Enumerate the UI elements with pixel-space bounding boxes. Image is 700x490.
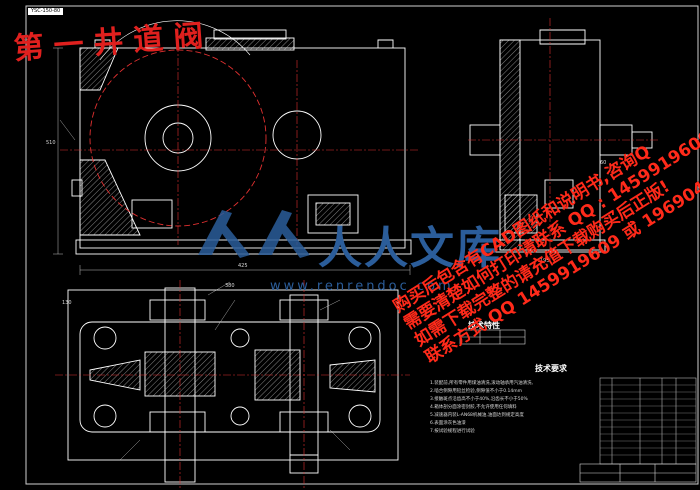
title-block xyxy=(579,463,697,483)
dimension-side: 195 xyxy=(540,258,550,264)
dimension-width: 425 xyxy=(238,263,248,269)
drawing-frame xyxy=(25,5,699,485)
requirements-list: 1.装配前,所有零件用煤油清洗,滚动轴承用汽油清洗, 2.啮合侧隙用铅丝检验,侧… xyxy=(430,380,533,436)
tech-features-table xyxy=(459,329,526,345)
part-leaders xyxy=(59,119,351,461)
front-view-dimensions xyxy=(53,47,411,275)
parts-list xyxy=(599,377,697,465)
requirement-line: 7.按试验规程进行试验 xyxy=(430,429,475,434)
dimension-top: 380 xyxy=(225,283,235,289)
side-view-centerlines xyxy=(468,18,660,262)
requirement-line: 1.装配前,所有零件用煤油清洗,滚动轴承用汽油清洗, xyxy=(430,381,534,386)
requirement-line: 2.啮合侧隙用铅丝检验,侧隙值不小于0.14mm xyxy=(430,389,523,394)
watermark-url: www.renrendoc.com xyxy=(270,279,454,294)
dimension-boss: 60 xyxy=(600,160,607,166)
dimension-height: 510 xyxy=(46,140,56,146)
requirement-line: 5.减速器内装L-AN68机械油,油面达到规定高度 xyxy=(430,413,524,418)
requirement-line: 4.箱体剖分面涂密封胶,不允许使用任何填料 xyxy=(430,405,517,410)
top-view-centerlines xyxy=(55,280,410,488)
front-view-centerlines xyxy=(60,30,420,245)
parts-list-rows xyxy=(600,384,696,456)
tech-requirements-title: 技术要求 xyxy=(535,364,567,373)
drawing-number-label: YSC-150-80 xyxy=(28,8,64,15)
watermark-logo xyxy=(198,210,310,258)
top-view xyxy=(67,287,399,483)
watermark-title: 人人文库 xyxy=(318,223,502,274)
dimension-shaft: 130 xyxy=(62,300,72,306)
requirement-line: 3.接触斑点沿齿高不小于40%,沿齿长不小于50% xyxy=(430,397,528,402)
tech-features-title: 技术特性 xyxy=(468,321,500,330)
requirement-line: 6.表面涂灰色油漆 xyxy=(430,421,466,426)
